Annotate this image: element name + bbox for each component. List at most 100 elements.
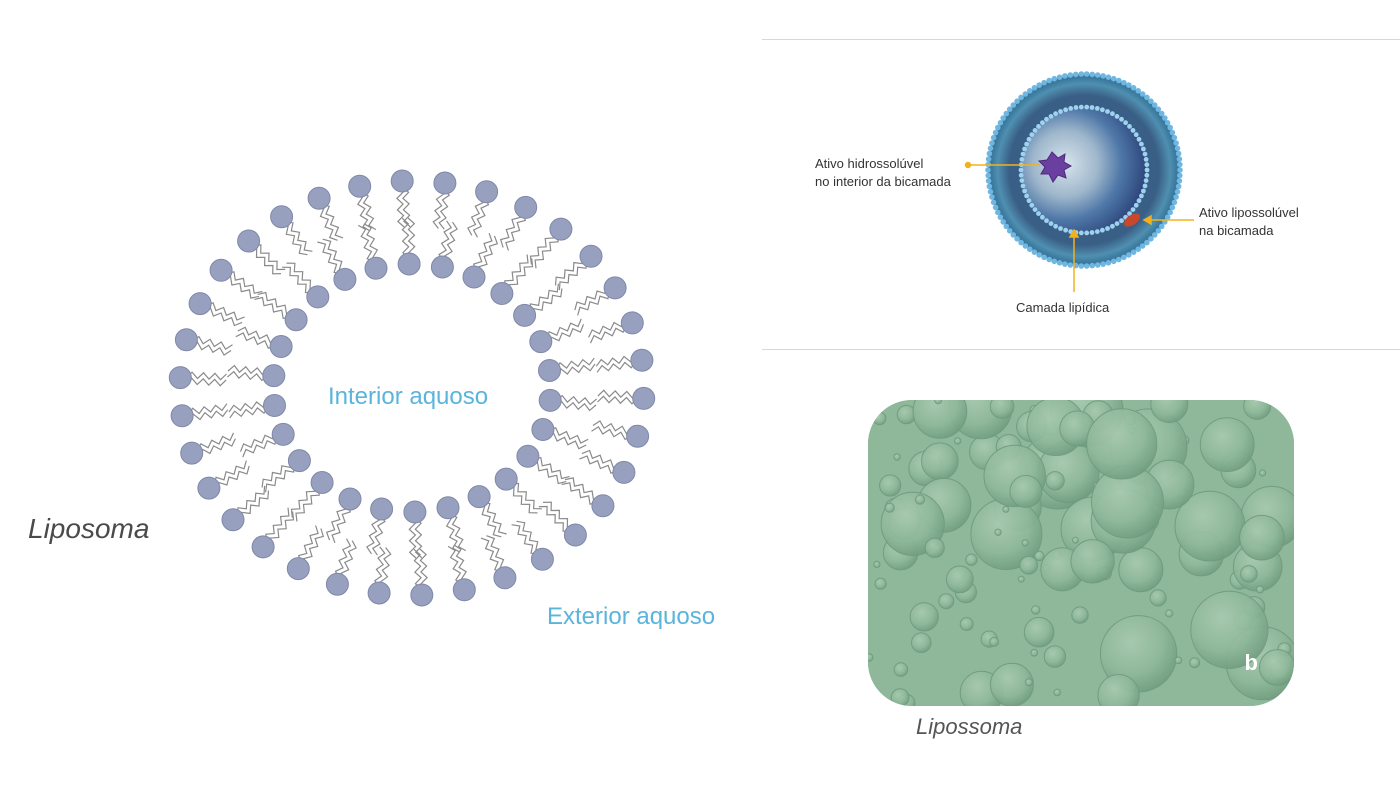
head-bead (990, 199, 997, 206)
head-bead (992, 204, 999, 211)
head-bead (1114, 221, 1120, 227)
phospholipid-10 (325, 538, 357, 596)
head-bead (1110, 258, 1117, 265)
vesicle-crater (1243, 400, 1272, 420)
phospholipid-55 (462, 232, 499, 289)
head-bead (1036, 82, 1042, 88)
head-bead (1036, 211, 1041, 217)
head-bead (1144, 239, 1150, 246)
vesicle-crater (924, 537, 945, 558)
head-bead (1155, 228, 1162, 234)
vesicle-crater (934, 400, 943, 405)
head-bead (1169, 129, 1176, 136)
head-bead (1162, 115, 1168, 121)
vesicle-crater (893, 453, 901, 461)
vesicle-crater (1019, 555, 1039, 575)
head-bead (1100, 261, 1106, 267)
phospholipid-4 (538, 501, 587, 547)
head-bead (987, 145, 994, 152)
head-bead (1164, 120, 1171, 126)
vesicle-crater (994, 528, 1002, 537)
head-bead (1144, 162, 1150, 168)
head-bead (1139, 141, 1144, 147)
head-bead (1173, 140, 1179, 146)
head-bead (1144, 172, 1150, 178)
head-bead (1127, 211, 1132, 217)
vesicle-crater (884, 502, 895, 513)
phospholipid-46 (228, 394, 286, 419)
head-bead (1024, 193, 1029, 199)
head-bead (1174, 188, 1181, 195)
head-bead (1036, 124, 1041, 129)
head-bead (1053, 223, 1058, 229)
phospholipid-33 (595, 348, 654, 373)
phospholipid-30 (554, 244, 603, 291)
top-divider (762, 39, 1400, 40)
head-bead (1044, 116, 1049, 122)
head-bead (1083, 263, 1090, 269)
head-bead (1078, 263, 1085, 269)
head-bead (1029, 132, 1035, 138)
head-bead (1158, 110, 1165, 117)
annotation-arrows (964, 161, 1194, 292)
head-bead (1073, 105, 1079, 110)
phospholipid-47 (227, 364, 286, 388)
head-bead (985, 167, 991, 173)
phospholipid-0 (597, 386, 656, 410)
head-bead (1020, 183, 1026, 189)
head-bead (1177, 172, 1183, 179)
vesicle-crater (989, 662, 1034, 706)
phospholipid-16 (170, 403, 229, 428)
head-bead (1020, 151, 1026, 157)
vesicle-crater (954, 437, 962, 445)
head-bead (1068, 106, 1074, 111)
vesicle-crater (893, 662, 909, 677)
vesicle-crater (1165, 609, 1174, 618)
vesicle-crater (1255, 585, 1265, 594)
liposome-diagram (168, 169, 656, 607)
vesicle-crater (1043, 645, 1067, 668)
head-bead (992, 129, 999, 136)
head-bead (1046, 256, 1052, 263)
vesicle-crater (1017, 575, 1025, 583)
vesicle-crater (959, 617, 974, 632)
head-bead (1018, 94, 1024, 101)
vesicle-crater (1258, 649, 1294, 686)
head-bead (1174, 145, 1181, 152)
lipophilic-label-line1: Ativo lipossolúvel (1199, 205, 1299, 220)
phospholipid-22 (270, 205, 313, 256)
vesicle-crater (1031, 605, 1041, 615)
head-bead (1139, 91, 1146, 97)
vesicle-crater (1097, 674, 1140, 706)
head-bead (1126, 252, 1132, 258)
phospholipid-31 (574, 276, 627, 316)
head-bead (1169, 204, 1176, 211)
phospholipid-50 (282, 262, 330, 309)
phospholipid-49 (254, 291, 308, 332)
lipophilic-active-label: Ativo lipossolúvel na bicamada (1199, 204, 1299, 240)
vesicle-crater (890, 688, 910, 706)
phospholipid-2 (579, 449, 636, 484)
head-bead (1105, 260, 1112, 266)
vesicle-crater (1240, 565, 1258, 583)
head-bead (1046, 77, 1052, 84)
head-bead (1051, 75, 1058, 82)
head-bead (1135, 246, 1141, 252)
phospholipid-11 (286, 525, 325, 581)
head-bead (1130, 249, 1137, 255)
head-bead (1175, 150, 1182, 157)
hydrophilic-active-label: Ativo hidrossolúvel no interior da bicam… (815, 155, 951, 191)
phospholipid-28 (499, 195, 538, 251)
head-bead (1031, 249, 1038, 255)
head-bead (1105, 109, 1110, 114)
head-bead (1171, 134, 1178, 141)
vesicle-crater (938, 593, 955, 610)
head-bead (1024, 141, 1029, 147)
vesicle-crater (1199, 417, 1255, 472)
vesicle-crater (1021, 539, 1029, 547)
head-bead (990, 134, 997, 141)
head-bead (1135, 88, 1141, 94)
head-bead (1144, 167, 1150, 173)
phospholipid-12 (251, 507, 295, 559)
head-bead (1063, 227, 1068, 233)
